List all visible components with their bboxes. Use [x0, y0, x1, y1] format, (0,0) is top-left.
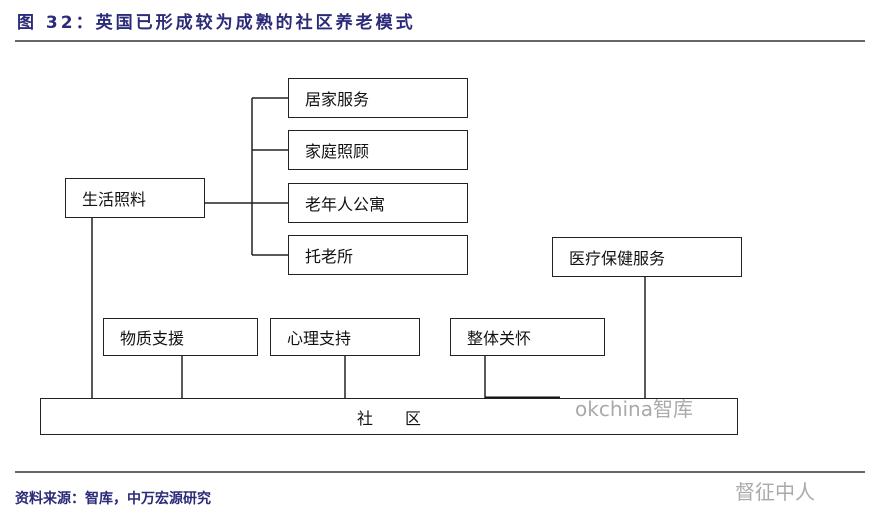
node-material-support: 物质支援 — [103, 318, 258, 356]
node-family-care: 家庭照顾 — [288, 130, 468, 170]
figure-title: 图 32：英国已形成较为成熟的社区养老模式 — [17, 13, 416, 33]
node-holistic-care: 整体关怀 — [450, 318, 605, 356]
footer-divider — [15, 471, 865, 473]
watermark-okchina: okchina智库 — [575, 397, 693, 421]
node-psychological-support: 心理支持 — [270, 318, 420, 356]
node-home-service: 居家服务 — [288, 78, 468, 118]
title-divider — [15, 40, 865, 42]
node-medical-service: 医疗保健服务 — [552, 237, 742, 277]
node-elderly-apartment: 老年人公寓 — [288, 183, 468, 223]
node-nursing-home: 托老所 — [288, 235, 468, 275]
node-life-care: 生活照料 — [65, 178, 205, 218]
source-note: 资料来源：智库，中万宏源研究 — [15, 491, 211, 507]
watermark-wechat: 督征中人 — [735, 480, 815, 504]
node-community: 社 区 — [40, 398, 738, 435]
